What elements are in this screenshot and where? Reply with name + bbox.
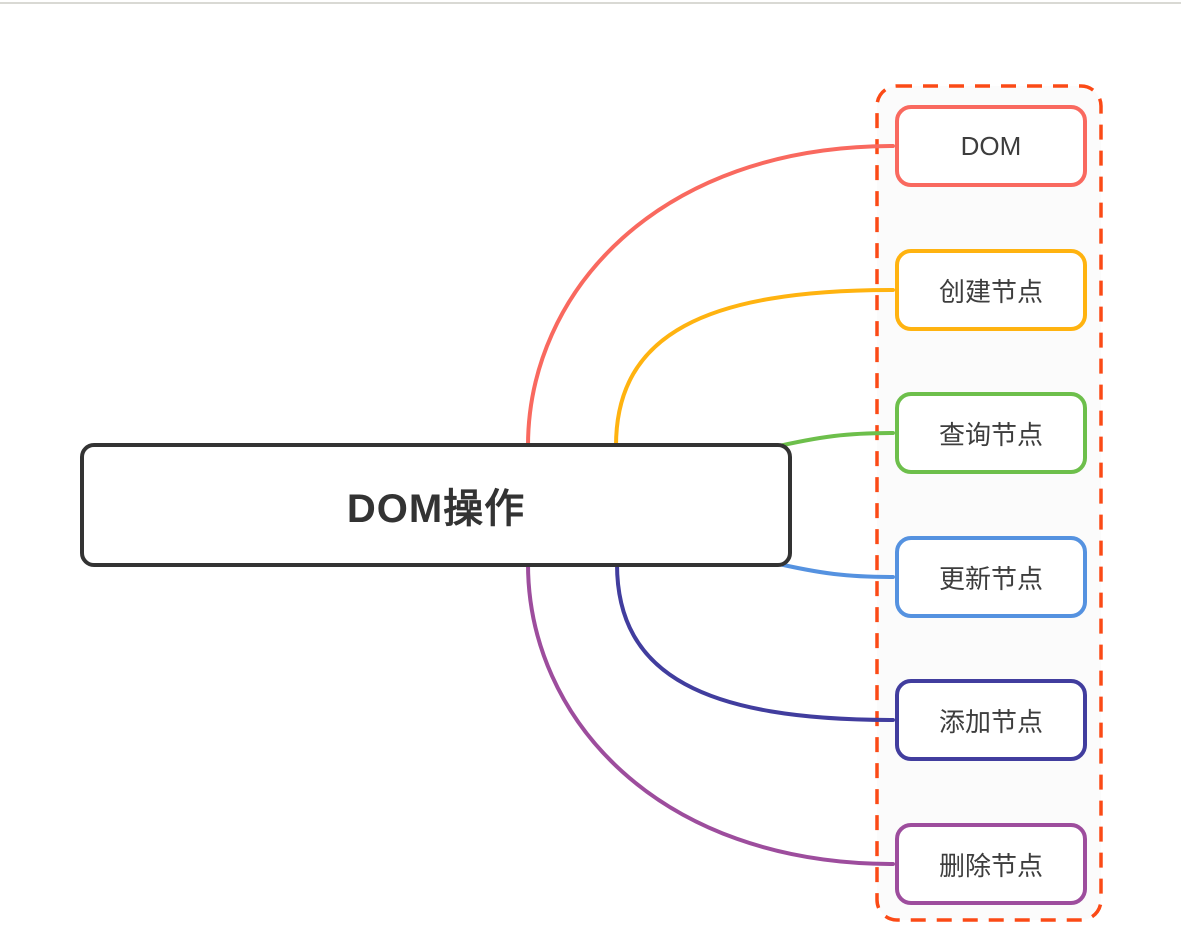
connector-append-node bbox=[615, 562, 895, 722]
child-node-dom[interactable]: DOM bbox=[895, 105, 1087, 187]
child-node-label: 创建节点 bbox=[938, 276, 1043, 307]
child-node-append[interactable]: 添加节点 bbox=[895, 679, 1087, 761]
root-node-label: DOM操作 bbox=[346, 487, 526, 531]
child-node-label: 添加节点 bbox=[938, 706, 1043, 737]
child-node-label: 查询节点 bbox=[938, 419, 1043, 450]
child-node-label: 更新节点 bbox=[938, 563, 1043, 594]
connector-create-node bbox=[614, 288, 895, 448]
child-node-create[interactable]: 创建节点 bbox=[895, 249, 1087, 331]
connector-delete-node bbox=[526, 562, 895, 866]
connector-dom bbox=[526, 144, 895, 448]
children-group-outline bbox=[875, 84, 1103, 922]
child-node-delete[interactable]: 删除节点 bbox=[895, 823, 1087, 905]
child-node-query[interactable]: 查询节点 bbox=[895, 392, 1087, 474]
child-node-label: 删除节点 bbox=[938, 850, 1043, 881]
connector-query-node bbox=[768, 431, 895, 450]
child-node-label: DOM bbox=[960, 130, 1022, 161]
page-top-divider bbox=[0, 2, 1181, 4]
child-node-update[interactable]: 更新节点 bbox=[895, 536, 1087, 618]
connector-update-node bbox=[768, 560, 895, 579]
root-node-dom-operations[interactable]: DOM操作 bbox=[80, 443, 792, 567]
